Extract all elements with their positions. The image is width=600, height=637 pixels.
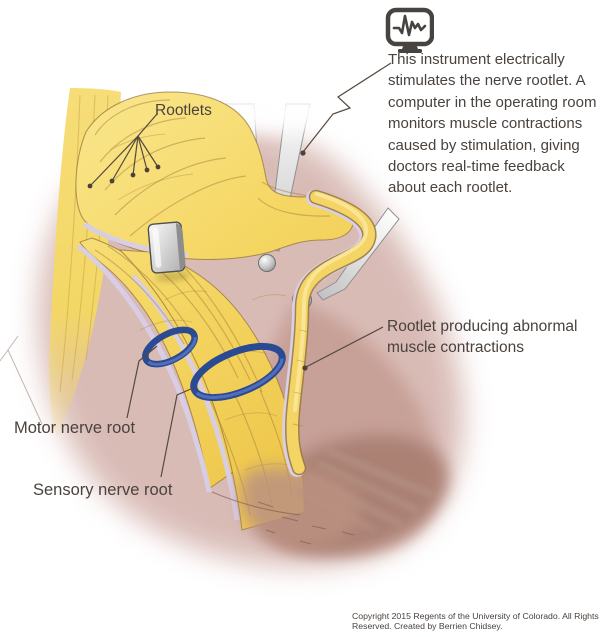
nerve-end-fade bbox=[211, 448, 434, 548]
motor-leader bbox=[126, 345, 158, 419]
ball-electrode-1 bbox=[258, 254, 276, 272]
abnormal-leader bbox=[305, 326, 384, 368]
vessel-loop-motor bbox=[142, 326, 198, 368]
copyright-text: Copyright 2015 Regents of the University… bbox=[352, 611, 599, 631]
ecg-monitor-icon bbox=[384, 7, 434, 53]
sensory-nerve-root-shape bbox=[118, 249, 305, 531]
tissue-stipple bbox=[211, 491, 355, 545]
abnormal-rootlet-ticks bbox=[292, 329, 309, 427]
sensory-leader bbox=[160, 387, 194, 478]
instrument-note-text: This instrument electrically stimulates … bbox=[388, 51, 597, 197]
sensory-nerve-root-label: Sensory nerve root bbox=[33, 481, 173, 499]
retractor-paddle bbox=[147, 221, 190, 282]
instrument-leader bbox=[302, 62, 392, 153]
vessel-loops bbox=[142, 326, 286, 402]
leader-dots bbox=[87, 150, 308, 371]
nerve-root-bundles bbox=[75, 91, 354, 531]
rootlets-label: Rootlets bbox=[155, 102, 212, 119]
tissue-creases bbox=[0, 335, 43, 425]
rootlets-leader bbox=[137, 113, 158, 137]
abnormal-rootlet bbox=[282, 189, 377, 477]
vessel-loop-sensory bbox=[190, 342, 286, 402]
leader-lines bbox=[89, 62, 392, 478]
abnormal-rootlet-label: Rootlet producing abnormal muscle contra… bbox=[387, 318, 578, 356]
motor-nerve-root-label: Motor nerve root bbox=[14, 419, 136, 437]
